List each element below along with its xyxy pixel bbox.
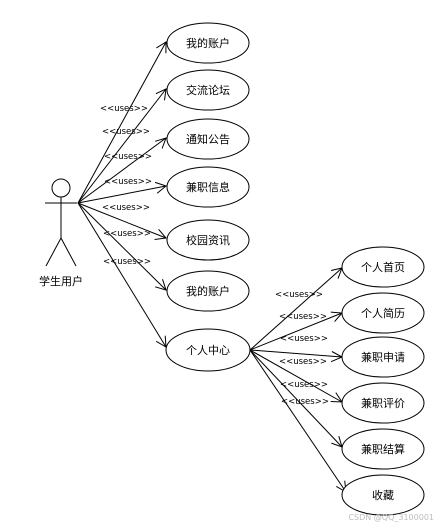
relation-label: <<uses>> bbox=[279, 357, 327, 367]
usecase-resume[interactable]: 个人简历 bbox=[341, 292, 425, 334]
usecase-forum[interactable]: 交流论坛 bbox=[166, 69, 250, 111]
usecase-home[interactable]: 个人首页 bbox=[341, 246, 425, 288]
relation-favorite: <<uses>> bbox=[249, 349, 347, 493]
usecase-label: 个人首页 bbox=[361, 260, 405, 274]
watermark: CSDN @QQ_3100001 bbox=[348, 513, 434, 522]
usecase-label: 我的账户 bbox=[186, 284, 230, 298]
main-usecases: 我的账户 交流论坛 通知公告 兼职信息 校园资讯 我的账户 个人中心 bbox=[165, 22, 251, 372]
usecase-review[interactable]: 兼职评价 bbox=[341, 382, 425, 424]
usecase-label: 交流论坛 bbox=[186, 83, 230, 97]
relation-label: <<uses>> bbox=[280, 380, 328, 390]
actor-right-leg bbox=[60, 237, 77, 267]
usecase-label: 通知公告 bbox=[186, 132, 230, 146]
usecase-label: 个人简历 bbox=[361, 306, 405, 320]
relation-label: <<uses>> bbox=[104, 177, 152, 187]
actor-head bbox=[51, 178, 71, 198]
relation-label: <<uses>> bbox=[102, 203, 150, 213]
sub-usecases: 个人首页 个人简历 兼职申请 兼职评价 兼职结算 收藏 bbox=[341, 246, 425, 516]
actor-relations: <<uses>> <<uses>> <<uses>> <<uses>> <<us… bbox=[77, 41, 168, 348]
relation-personal-center: <<uses>> bbox=[77, 202, 167, 348]
relation-forum: <<uses>> bbox=[77, 88, 167, 204]
relation-label: <<uses>> bbox=[104, 152, 152, 162]
actor-left-leg bbox=[45, 237, 62, 267]
relation-label: <<uses>> bbox=[279, 312, 327, 322]
actor-student: 学生用户 bbox=[39, 178, 83, 288]
actor-label: 学生用户 bbox=[39, 274, 83, 288]
usecase-campus-news[interactable]: 校园资讯 bbox=[166, 219, 250, 261]
usecase-settle[interactable]: 兼职结算 bbox=[341, 428, 425, 470]
usecase-personal-center[interactable]: 个人中心 bbox=[165, 328, 251, 372]
relation-resume: <<uses>> bbox=[249, 311, 344, 351]
usecase-apply[interactable]: 兼职申请 bbox=[341, 336, 425, 378]
usecase-job-info[interactable]: 兼职信息 bbox=[166, 166, 250, 208]
relation-label: <<uses>> bbox=[102, 127, 150, 137]
usecase-label: 我的账户 bbox=[186, 36, 230, 50]
usecase-favorite[interactable]: 收藏 bbox=[341, 474, 425, 516]
relation-label: <<uses>> bbox=[100, 104, 148, 114]
relation-my-account-1: <<uses>> bbox=[77, 41, 167, 204]
relation-label: <<uses>> bbox=[103, 257, 151, 267]
usecase-notice[interactable]: 通知公告 bbox=[166, 118, 250, 160]
usecase-label: 兼职信息 bbox=[186, 180, 230, 194]
usecase-label: 收藏 bbox=[372, 488, 394, 502]
usecase-my-account-2[interactable]: 我的账户 bbox=[166, 270, 250, 312]
relation-my-account-2: <<uses>> bbox=[77, 202, 167, 291]
usecase-label: 兼职评价 bbox=[361, 397, 405, 410]
relation-job-info: <<uses>> bbox=[77, 177, 168, 204]
usecase-label: 校园资讯 bbox=[186, 233, 230, 247]
relation-label: <<uses>> bbox=[281, 397, 329, 407]
usecase-label: 兼职申请 bbox=[361, 351, 405, 364]
relation-label: <<uses>> bbox=[103, 229, 151, 239]
personal-center-relations: <<uses>> <<uses>> <<uses>> <<uses>> <<us… bbox=[249, 267, 347, 493]
relation-label: <<uses>> bbox=[280, 334, 328, 344]
relation-review: <<uses>> bbox=[249, 349, 343, 403]
relation-notice: <<uses>> bbox=[77, 137, 167, 204]
usecase-my-account-1[interactable]: 我的账户 bbox=[166, 22, 250, 64]
usecase-label: 个人中心 bbox=[186, 344, 230, 357]
usecase-label: 兼职结算 bbox=[361, 442, 405, 456]
relation-campus-news: <<uses>> bbox=[77, 202, 167, 240]
relation-label: <<uses>> bbox=[275, 290, 323, 300]
